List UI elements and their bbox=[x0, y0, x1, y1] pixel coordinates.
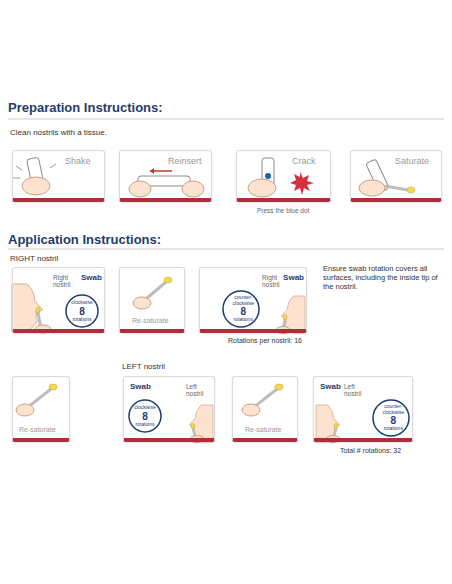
illustration-shape bbox=[189, 405, 213, 442]
swab-right-illustration bbox=[12, 284, 51, 333]
badge-text: clockwise8rotations bbox=[71, 300, 92, 322]
note-text: Total # rotations: 32 bbox=[340, 447, 401, 455]
resaturate-illustration bbox=[242, 384, 283, 416]
rotation-badge: clockwise8rotations bbox=[128, 399, 162, 433]
rotation-badge: clockwise8rotations bbox=[65, 294, 99, 328]
rotation-count: 8 bbox=[241, 306, 247, 317]
illustration-shape bbox=[36, 307, 40, 313]
step-panel: Swab Left nostril clockwise8rotations bbox=[123, 376, 215, 442]
illustration-shape bbox=[133, 297, 151, 309]
illustration-shape bbox=[359, 180, 385, 196]
rotation-caption: rotations bbox=[384, 426, 403, 432]
step-label: Re-saturate bbox=[245, 426, 282, 434]
step-label: Right nostril bbox=[262, 274, 284, 289]
illustration-shape bbox=[164, 277, 172, 283]
illustration-shape bbox=[290, 172, 314, 195]
badge-text: counter-clockwise8rotations bbox=[230, 295, 256, 323]
step-label: Shake bbox=[65, 156, 91, 166]
swab-right-illustration bbox=[276, 296, 305, 334]
step-label: Saturate bbox=[395, 156, 429, 166]
illustration-shape bbox=[16, 404, 34, 416]
badge-ring bbox=[66, 295, 98, 327]
badge-ring bbox=[223, 291, 259, 327]
heading-rule bbox=[8, 249, 444, 250]
reinsert-illustration bbox=[129, 168, 204, 197]
step-panel: Saturate bbox=[350, 150, 442, 202]
badge-ring bbox=[373, 400, 409, 436]
step-label: Swab bbox=[320, 382, 341, 391]
illustration-shape bbox=[150, 168, 154, 174]
step-label: Right nostril bbox=[53, 274, 77, 289]
illustration-shape bbox=[283, 315, 287, 320]
rotation-caption: clockwise bbox=[71, 300, 92, 306]
step-panel: Right nostrilSwab counter-clockwise8rotat… bbox=[199, 267, 307, 333]
illustration-shape bbox=[407, 187, 415, 193]
step-panel: Re-saturate bbox=[12, 376, 70, 442]
section-heading: Application Instructions: bbox=[8, 232, 161, 248]
heading-rule bbox=[8, 119, 444, 120]
illustration-shape bbox=[129, 181, 151, 197]
illustration-shape bbox=[316, 405, 340, 442]
rotation-caption: counter-clockwise bbox=[230, 295, 256, 306]
step-panel: Re-saturate bbox=[119, 267, 185, 333]
note-text: LEFT nostril bbox=[122, 362, 165, 372]
illustration-shape bbox=[334, 424, 338, 429]
illustration-shape bbox=[12, 284, 42, 332]
step-label: Re-saturate bbox=[132, 317, 169, 325]
rotation-count: 8 bbox=[142, 411, 148, 422]
note-text: Clean nostrils with a tissue. bbox=[10, 128, 107, 138]
note-text: Press the blue dot bbox=[257, 207, 309, 215]
step-label: Crack bbox=[292, 156, 316, 166]
step-label: Swab bbox=[81, 273, 102, 282]
shake-illustration bbox=[13, 157, 56, 195]
illustration-shape bbox=[182, 181, 204, 197]
step-label: Swab bbox=[283, 273, 304, 282]
illustration-shape bbox=[242, 404, 260, 416]
step-label: Left nostril bbox=[186, 383, 212, 398]
illustration-shape bbox=[191, 424, 195, 429]
badge-text: counter-clockwise8rotations bbox=[380, 404, 406, 432]
illustration-shape bbox=[22, 177, 50, 195]
step-panel: SwabLeft nostril counter-clockwise8rotati… bbox=[313, 376, 413, 442]
illustration-shape bbox=[385, 186, 408, 190]
rotation-count: 8 bbox=[79, 306, 85, 317]
illustration-shape bbox=[49, 384, 57, 390]
resaturate-illustration bbox=[16, 384, 57, 416]
step-panel: Crack bbox=[236, 150, 331, 202]
rotation-caption: rotations bbox=[72, 317, 91, 323]
step-panel: Re-saturate bbox=[232, 376, 298, 442]
step-label: Swab bbox=[130, 382, 151, 391]
illustration-shape bbox=[275, 384, 283, 390]
note-text: RIGHT nostril bbox=[10, 254, 58, 264]
rotation-count: 8 bbox=[391, 415, 397, 426]
swab-left-illustration bbox=[189, 405, 213, 443]
step-label: Reinsert bbox=[168, 156, 202, 166]
badge-text: clockwise8rotations bbox=[134, 405, 155, 427]
step-panel: Right nostril Swab clockwise8rotations bbox=[12, 267, 105, 333]
step-panel: Reinsert bbox=[119, 150, 212, 202]
badge-ring bbox=[129, 400, 161, 432]
illustration-shape bbox=[248, 179, 276, 197]
note-text: Ensure swab rotation covers all surfaces… bbox=[323, 264, 441, 291]
resaturate-illustration bbox=[133, 277, 172, 309]
rotation-caption: rotations bbox=[135, 422, 154, 428]
step-label: Left nostril bbox=[344, 383, 370, 398]
rotation-caption: rotations bbox=[234, 317, 253, 323]
rotation-badge: counter-clockwise8rotations bbox=[372, 399, 410, 437]
rotation-caption: counter-clockwise bbox=[380, 404, 406, 415]
section-heading: Preparation Instructions: bbox=[8, 100, 163, 116]
step-panel: Shake bbox=[12, 150, 105, 202]
swab-left-illustration bbox=[316, 405, 340, 443]
step-label: Re-saturate bbox=[19, 426, 56, 434]
illustration-shape bbox=[265, 173, 271, 179]
note-text: Rotations per nostril: 16 bbox=[228, 337, 302, 345]
rotation-badge: counter-clockwise8rotations bbox=[222, 290, 260, 328]
rotation-caption: clockwise bbox=[134, 405, 155, 411]
